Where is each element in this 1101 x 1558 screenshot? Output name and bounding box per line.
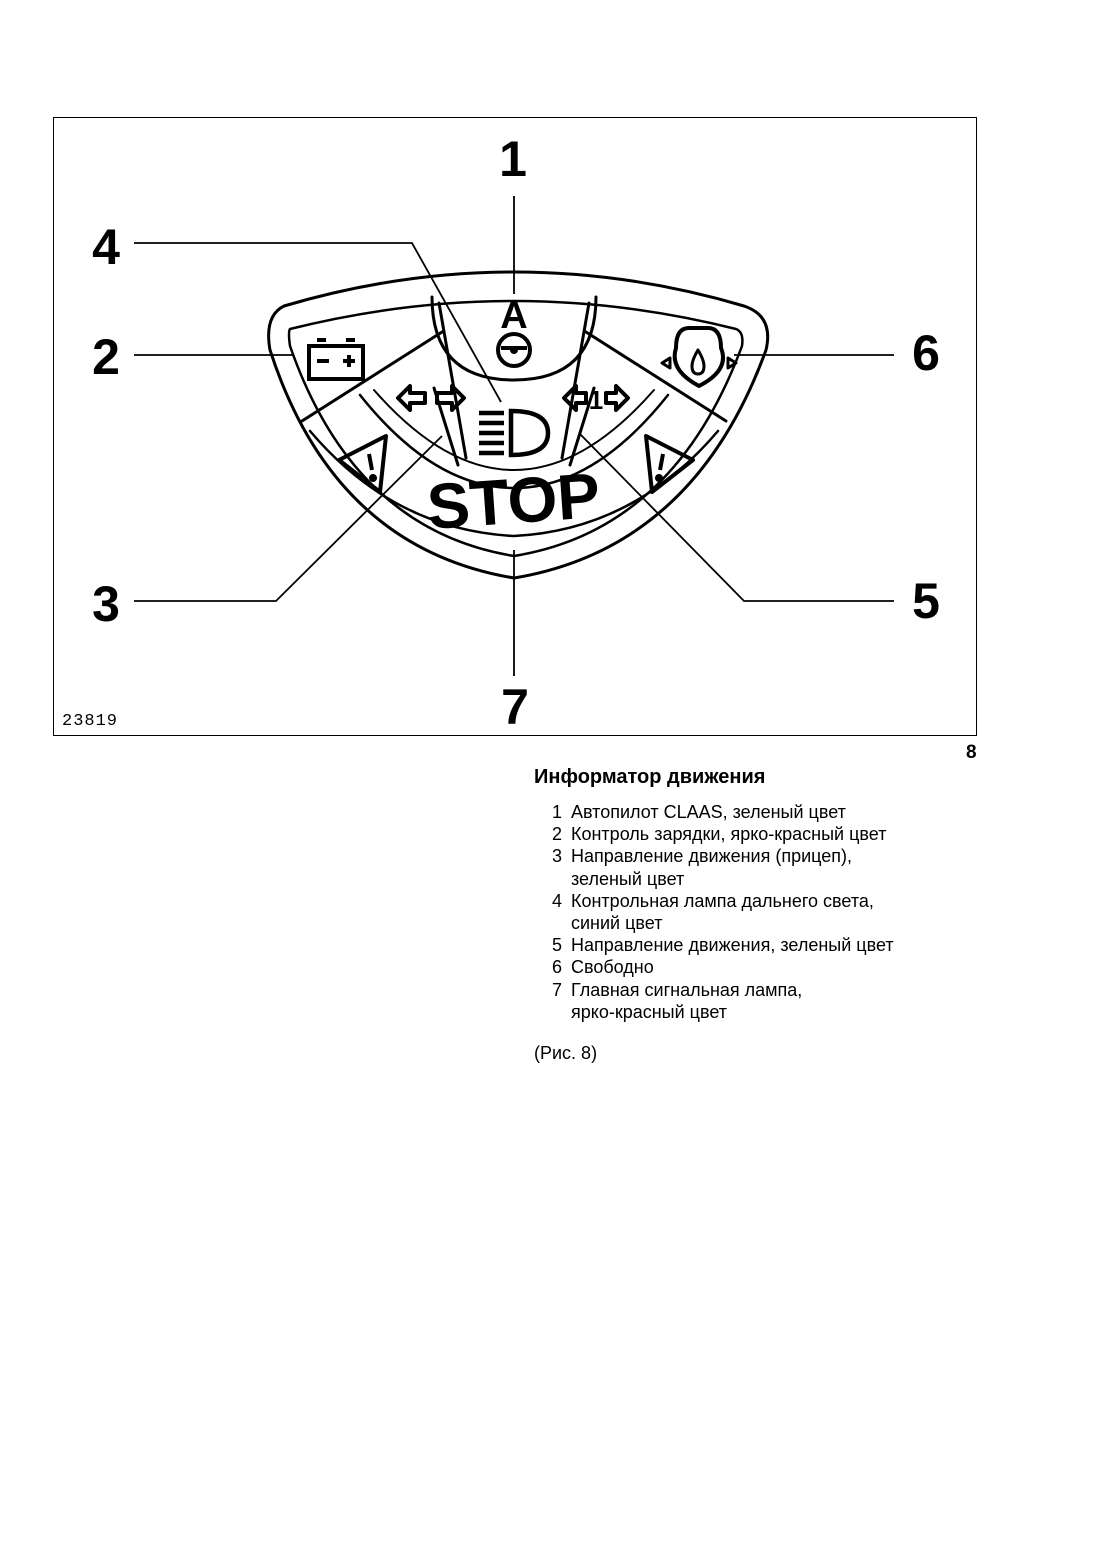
legend-text: Главная сигнальная лампа, (571, 979, 803, 1000)
legend-text: синий цвет (571, 913, 663, 934)
legend-item: 3 Направление движения (прицеп), (534, 845, 931, 867)
legend-text: Контроль зарядки, ярко-красный цвет (571, 824, 887, 845)
legend-item: 6 Свободно (534, 956, 931, 978)
stop-lamp: STOP (425, 459, 603, 543)
legend-number: 3 (551, 846, 562, 867)
callout-1: 1 (499, 131, 527, 187)
gear-digit: 1 (589, 385, 603, 415)
trailer-direction-icon (396, 384, 466, 412)
legend-number: 6 (551, 957, 562, 978)
callout-7: 7 (501, 679, 529, 735)
panel-outer-housing (267, 270, 770, 580)
figure-frame: A 1 (53, 117, 977, 736)
legend-text: зеленый цвет (571, 868, 685, 889)
panel-inner-bezel (287, 299, 744, 558)
callout-4: 4 (92, 219, 120, 275)
warning-triangle-icon (644, 434, 695, 494)
legend-number (534, 868, 571, 890)
high-beam-icon (479, 408, 551, 458)
legend-item: синий цвет (534, 912, 931, 934)
legend-text: Контрольная лампа дальнего света, (571, 890, 874, 911)
legend-text: Автопилот CLAAS, зеленый цвет (571, 802, 846, 822)
legend-item: 7 Главная сигнальная лампа, (534, 979, 931, 1001)
direction-indicator-icon: 1 (562, 384, 630, 415)
legend-number (534, 912, 571, 934)
figure-number: 23819 (62, 712, 119, 731)
page-number: 8 (966, 742, 977, 763)
legend-item: 4 Контрольная лампа дальнего света, (534, 890, 931, 912)
callout-5: 5 (912, 573, 940, 629)
legend-number: 1 (551, 802, 562, 822)
legend-number: 7 (551, 979, 562, 1000)
legend-number: 5 (551, 935, 562, 956)
legend-text: Свободно (571, 957, 654, 978)
legend-item: 1 Автопилот CLAAS, зеленый цвет (534, 801, 931, 823)
legend-item: ярко-красный цвет (534, 1001, 931, 1023)
callout-6: 6 (912, 325, 940, 381)
legend-number: 2 (551, 824, 562, 845)
indicator-panel-diagram: A 1 (92, 131, 940, 735)
battery-icon (307, 338, 365, 381)
legend-text: Направление движения, зеленый цвет (571, 935, 894, 956)
autopilot-letter: A (500, 295, 527, 337)
legend-item: 2 Контроль зарядки, ярко-красный цвет (534, 823, 931, 845)
panel-middle-ring (358, 393, 670, 490)
autopilot-icon: A (496, 295, 532, 368)
legend-number (534, 1001, 571, 1023)
legend-text: ярко-красный цвет (571, 1001, 727, 1022)
callout-3: 3 (92, 576, 120, 632)
legend-number: 4 (551, 890, 562, 911)
warning-triangle-icon (337, 434, 388, 494)
panel-hub-segment (430, 295, 598, 382)
legend-text: Направление движения (прицеп), (571, 846, 853, 867)
callout-2: 2 (92, 329, 120, 385)
oil-pressure-icon (660, 326, 738, 388)
section-title: Информатор движения (534, 766, 766, 788)
figure-reference: (Рис. 8) (534, 1043, 598, 1063)
legend-item: 5 Направление движения, зеленый цвет (534, 934, 931, 956)
legend-item: зеленый цвет (534, 868, 931, 890)
